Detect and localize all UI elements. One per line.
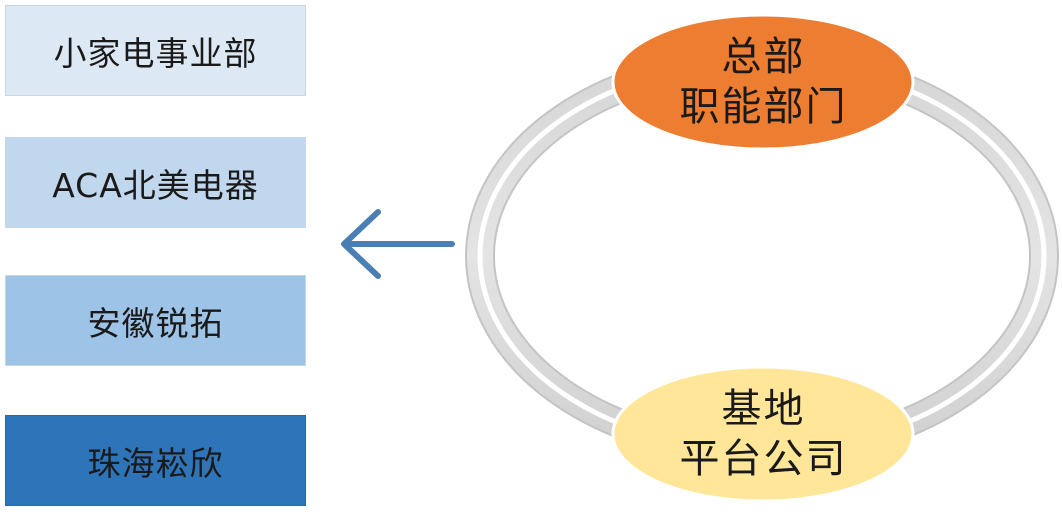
node-headquarters-label: 总部 职能部门 xyxy=(613,14,914,150)
unit-box-zhuhai-songxin: 珠海崧欣 xyxy=(5,415,306,506)
node-line-2: 职能部门 xyxy=(679,84,848,130)
unit-box-aca-north-america: ACA北美电器 xyxy=(5,137,306,228)
unit-label: 珠海崧欣 xyxy=(87,443,224,483)
unit-label: ACA北美电器 xyxy=(52,165,259,205)
node-headquarters xyxy=(611,13,915,151)
unit-box-small-appliances: 小家电事业部 xyxy=(5,5,306,96)
left-arrow-icon xyxy=(341,209,455,279)
unit-label: 安徽锐拓 xyxy=(87,303,224,343)
unit-label: 小家电事业部 xyxy=(53,33,258,73)
node-line-2: 平台公司 xyxy=(679,436,848,482)
node-line-1: 总部 xyxy=(721,34,806,80)
node-line-1: 基地 xyxy=(721,386,806,432)
node-base-platform xyxy=(611,365,915,503)
node-base-platform-label: 基地 平台公司 xyxy=(613,366,914,502)
unit-box-anhui-ruituo: 安徽锐拓 xyxy=(5,275,306,366)
